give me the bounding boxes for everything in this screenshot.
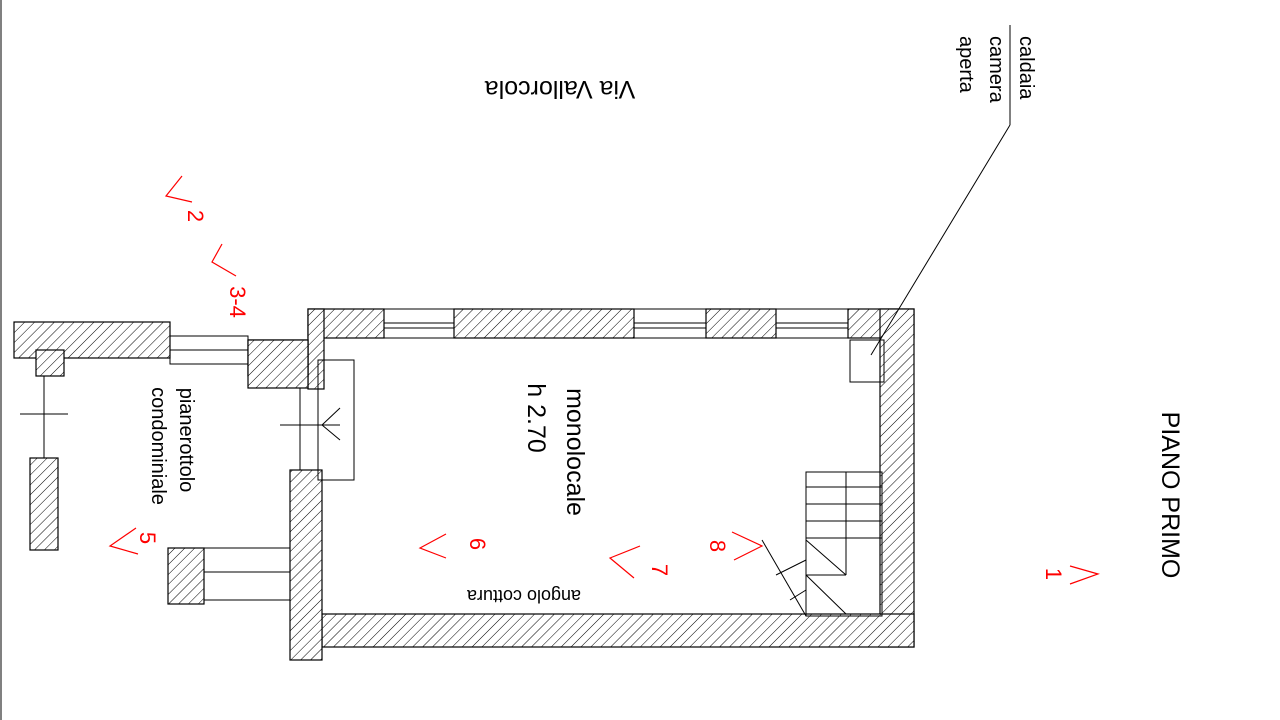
- boiler-note-line3: aperta: [955, 36, 977, 94]
- svg-text:1: 1: [1041, 568, 1066, 580]
- landing-name-line2: condominiale: [147, 387, 169, 505]
- photo-marker-8: 8: [705, 531, 764, 561]
- landing-opening: [169, 335, 249, 365]
- landing-walls: [13, 321, 309, 605]
- photo-marker-1: 1: [1041, 565, 1100, 585]
- svg-text:3-4: 3-4: [225, 286, 250, 318]
- main-room-walls: [289, 308, 915, 661]
- svg-text:8: 8: [705, 540, 730, 552]
- street-name: Via Vallorcola: [485, 75, 636, 103]
- boiler-leader: [870, 124, 1011, 356]
- boiler-note-line1: caldaia: [1015, 36, 1037, 100]
- landing-name-line1: pianerottolo: [175, 388, 197, 493]
- svg-text:7: 7: [647, 564, 672, 576]
- entrance-door: [280, 359, 355, 481]
- street-windows: [383, 308, 849, 339]
- photo-marker-5: 5: [108, 527, 160, 555]
- kitchen-label: angolo cottura: [466, 586, 581, 606]
- boiler: [849, 339, 885, 383]
- photo-marker-6: 6: [418, 533, 490, 559]
- svg-text:2: 2: [183, 210, 208, 222]
- staircase: [761, 471, 883, 617]
- photo-marker-3-4: 3-4: [211, 243, 250, 318]
- landing-stairs: [203, 547, 291, 601]
- photo-marker-2: 2: [164, 175, 208, 222]
- landing-door-left: [20, 376, 68, 458]
- svg-text:5: 5: [135, 532, 160, 544]
- svg-text:6: 6: [465, 538, 490, 550]
- main-room-height: h 2.70: [522, 383, 550, 453]
- boiler-note-line2: camera: [985, 36, 1007, 104]
- main-room-name: monolocale: [561, 388, 589, 516]
- plan-title: PIANO PRIMO: [1156, 412, 1184, 579]
- photo-marker-7: 7: [608, 545, 672, 579]
